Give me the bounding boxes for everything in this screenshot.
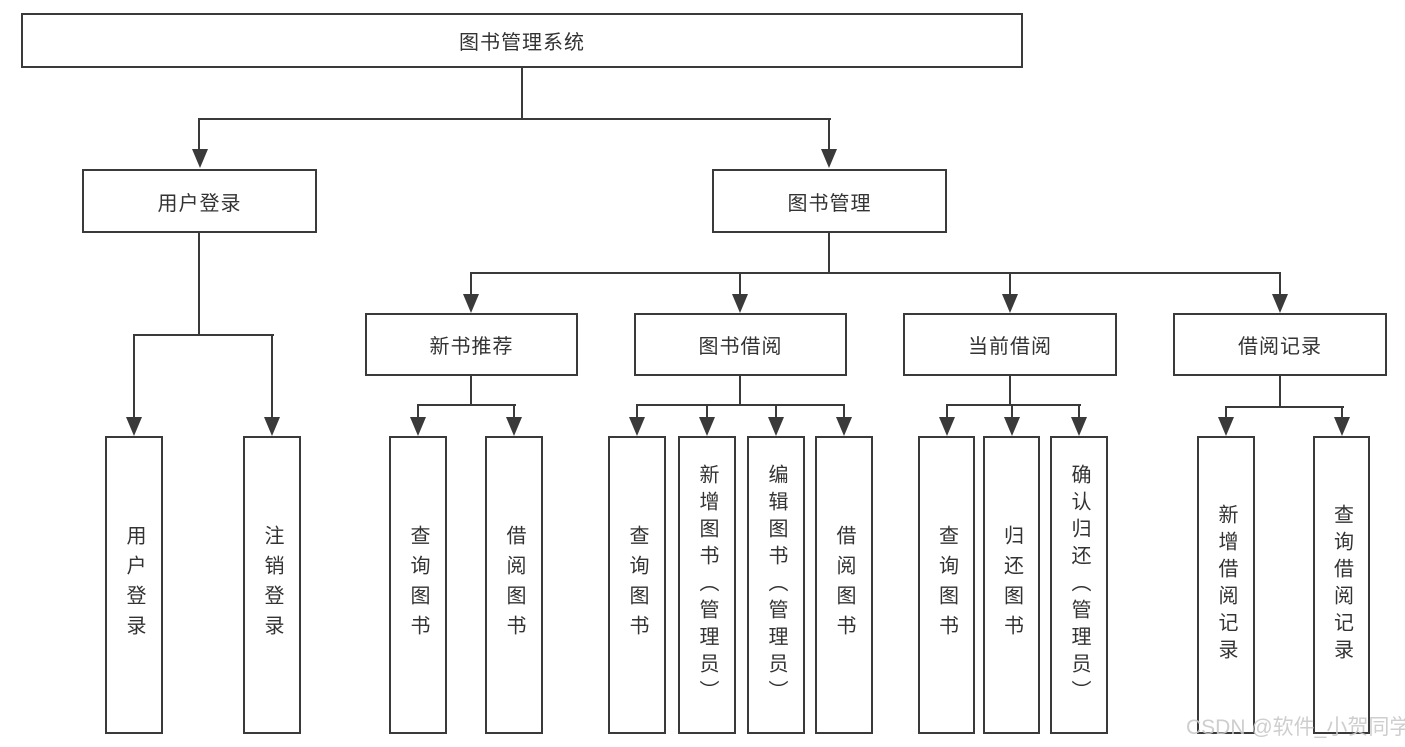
leaf-logout: 注销登录 xyxy=(243,436,301,734)
connector-login-stem xyxy=(198,233,200,336)
leaf-borrow-borrow: 借阅图书 xyxy=(815,436,873,734)
leaf-borrow-add-admin-label: 新增图书（管理员） xyxy=(696,463,718,707)
node-current-borrow-label: 当前借阅 xyxy=(968,336,1052,358)
connector-drop-leaf xyxy=(843,404,845,418)
connector-drop-leaf xyxy=(1341,406,1343,418)
leaf-logout-label: 注销登录 xyxy=(261,525,283,645)
leaf-borrow-add-admin: 新增图书（管理员） xyxy=(678,436,736,734)
leaf-user-login-label: 用户登录 xyxy=(123,525,145,645)
node-root: 图书管理系统 xyxy=(21,13,1023,68)
node-user-login: 用户登录 xyxy=(82,169,317,233)
leaf-current-return: 归还图书 xyxy=(983,436,1040,734)
leaf-current-confirm-admin-label: 确认归还（管理员） xyxy=(1068,463,1090,707)
arrow-down-icon xyxy=(1218,417,1234,436)
connector-section-bar xyxy=(1225,406,1344,408)
connector-drop-section xyxy=(739,272,741,296)
leaf-newbook-query: 查询图书 xyxy=(389,436,447,734)
connector-management-stem xyxy=(828,233,830,274)
arrow-down-icon xyxy=(1002,294,1018,313)
arrow-down-icon xyxy=(699,417,715,436)
arrow-down-icon xyxy=(463,294,479,313)
connector-drop-login xyxy=(198,118,200,151)
arrow-down-icon xyxy=(410,417,426,436)
connector-drop-leaf xyxy=(513,404,515,418)
arrow-down-icon xyxy=(629,417,645,436)
leaf-current-return-label: 归还图书 xyxy=(1000,525,1023,645)
connector-section-bar xyxy=(417,404,516,406)
node-book-management-label: 图书管理 xyxy=(787,192,872,215)
connector-section-bar xyxy=(946,404,1081,406)
leaf-current-query: 查询图书 xyxy=(918,436,975,734)
leaf-record-query-label: 查询借阅记录 xyxy=(1330,504,1353,666)
csdn-watermark: CSDN @软件_小贺同学 xyxy=(1186,716,1405,739)
connector-root-bar xyxy=(198,118,831,120)
connector-section-stem xyxy=(470,376,472,406)
node-user-login-label: 用户登录 xyxy=(157,192,242,215)
arrow-down-icon xyxy=(821,149,837,168)
leaf-newbook-borrow-label: 借阅图书 xyxy=(503,525,525,645)
leaf-newbook-borrow: 借阅图书 xyxy=(485,436,543,734)
arrow-down-icon xyxy=(126,417,142,436)
arrow-down-icon xyxy=(506,417,522,436)
connector-drop-leaf xyxy=(271,334,273,419)
node-root-label: 图书管理系统 xyxy=(459,32,585,54)
leaf-current-confirm-admin: 确认归还（管理员） xyxy=(1050,436,1108,734)
connector-section-stem xyxy=(1279,376,1281,408)
connector-drop-section xyxy=(1009,272,1011,296)
connector-drop-leaf xyxy=(1225,406,1227,418)
connector-section-stem xyxy=(1009,376,1011,406)
leaf-record-add-label: 新增借阅记录 xyxy=(1215,504,1237,666)
connector-section-bar xyxy=(636,404,845,406)
leaf-borrow-query-label: 查询图书 xyxy=(626,525,648,645)
node-book-borrow: 图书借阅 xyxy=(634,313,847,376)
node-borrow-record-label: 借阅记录 xyxy=(1238,336,1322,358)
node-book-borrow-label: 图书借阅 xyxy=(698,336,783,358)
leaf-borrow-edit-admin-label: 编辑图书（管理员） xyxy=(765,463,787,707)
leaf-user-login: 用户登录 xyxy=(105,436,163,734)
node-new-book-recommend-label: 新书推荐 xyxy=(429,336,514,358)
node-new-book-recommend: 新书推荐 xyxy=(365,313,578,376)
connector-drop-leaf xyxy=(775,404,777,418)
connector-drop-management xyxy=(828,118,830,151)
arrow-down-icon xyxy=(1004,417,1020,436)
arrow-down-icon xyxy=(192,149,208,168)
connector-root-stem xyxy=(521,68,523,120)
leaf-record-add: 新增借阅记录 xyxy=(1197,436,1255,734)
connector-drop-leaf xyxy=(133,334,135,419)
leaf-record-query: 查询借阅记录 xyxy=(1313,436,1370,734)
node-current-borrow: 当前借阅 xyxy=(903,313,1117,376)
arrow-down-icon xyxy=(768,417,784,436)
arrow-down-icon xyxy=(939,417,955,436)
connector-management-bar xyxy=(470,272,1281,274)
node-book-management: 图书管理 xyxy=(712,169,947,233)
arrow-down-icon xyxy=(1334,417,1350,436)
connector-section-stem xyxy=(739,376,741,406)
connector-drop-section xyxy=(1279,272,1281,296)
node-borrow-record: 借阅记录 xyxy=(1173,313,1387,376)
leaf-borrow-query: 查询图书 xyxy=(608,436,666,734)
connector-drop-leaf xyxy=(706,404,708,418)
arrow-down-icon xyxy=(732,294,748,313)
connector-drop-leaf xyxy=(1011,404,1013,418)
leaf-current-query-label: 查询图书 xyxy=(935,525,958,645)
arrow-down-icon xyxy=(264,417,280,436)
arrow-down-icon xyxy=(1272,294,1288,313)
arrow-down-icon xyxy=(836,417,852,436)
arrow-down-icon xyxy=(1071,417,1087,436)
connector-drop-leaf xyxy=(636,404,638,418)
leaf-borrow-borrow-label: 借阅图书 xyxy=(833,525,855,645)
connector-login-bar xyxy=(133,334,274,336)
leaf-newbook-query-label: 查询图书 xyxy=(407,525,429,645)
connector-drop-leaf xyxy=(417,404,419,418)
connector-drop-leaf xyxy=(946,404,948,418)
leaf-borrow-edit-admin: 编辑图书（管理员） xyxy=(747,436,805,734)
connector-drop-leaf xyxy=(1078,404,1080,418)
connector-drop-section xyxy=(470,272,472,296)
